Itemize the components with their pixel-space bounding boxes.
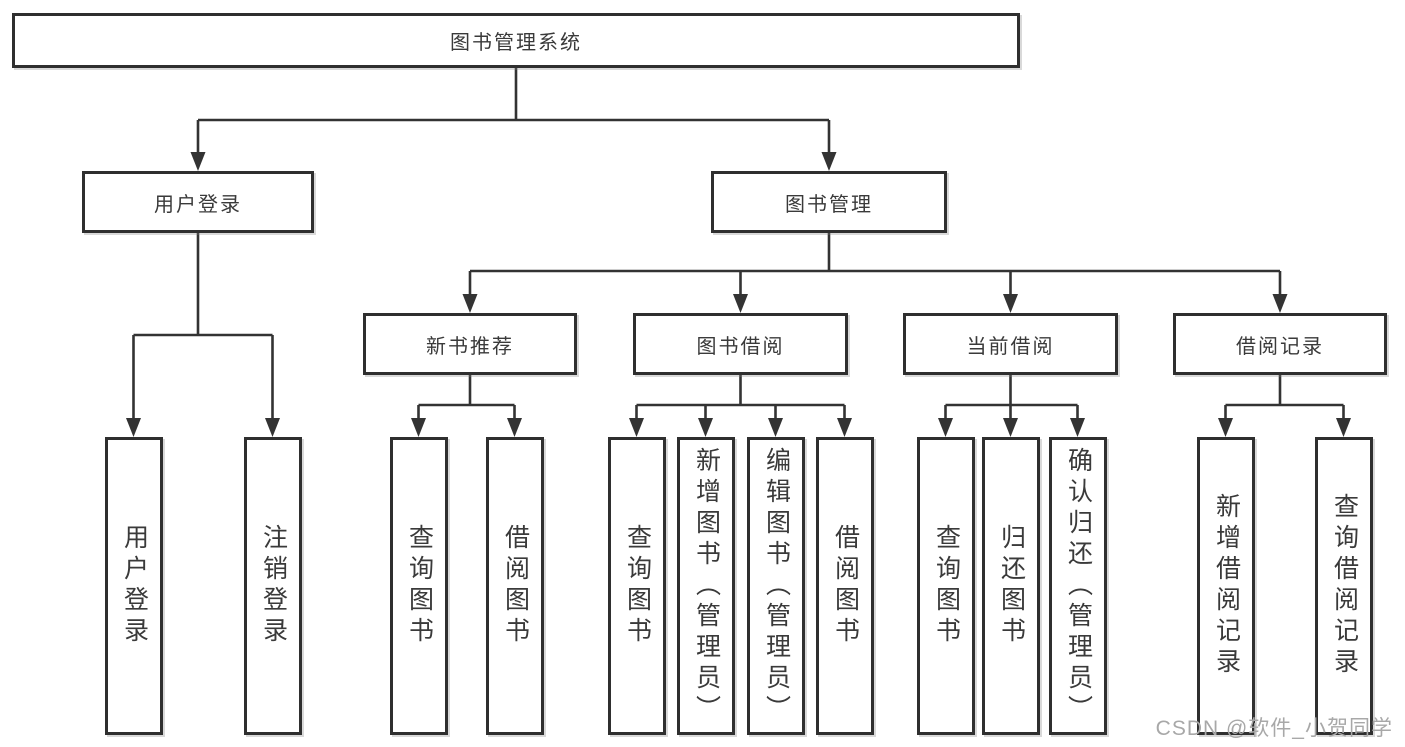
node-book-management: 图书管理 bbox=[711, 171, 947, 233]
node-book-borrowing: 图书借阅 bbox=[633, 313, 848, 375]
leaf-borrow-books-recommend: 借阅图书 bbox=[486, 437, 544, 735]
leaf-query-books-borrowing: 查询图书 bbox=[608, 437, 666, 735]
leaf-logout: 注销登录 bbox=[244, 437, 302, 735]
leaf-return-books: 归还图书 bbox=[982, 437, 1040, 735]
leaf-query-books-recommend: 查询图书 bbox=[390, 437, 448, 735]
edge-user-login-children bbox=[126, 233, 280, 437]
node-current-borrowing: 当前借阅 bbox=[903, 313, 1118, 375]
leaf-add-borrow-record: 新增借阅记录 bbox=[1197, 437, 1255, 735]
leaf-user-login: 用户登录 bbox=[105, 437, 163, 735]
leaf-query-books-current: 查询图书 bbox=[917, 437, 975, 735]
leaf-add-books-admin: 新增图书（管理员） bbox=[677, 437, 735, 735]
leaf-edit-books-admin: 编辑图书（管理员） bbox=[747, 437, 805, 735]
leaf-query-borrow-record: 查询借阅记录 bbox=[1315, 437, 1373, 735]
node-user-login: 用户登录 bbox=[82, 171, 314, 233]
edge-book-borrowing-children bbox=[629, 375, 852, 437]
leaf-confirm-return-admin: 确认归还（管理员） bbox=[1049, 437, 1107, 735]
node-borrowing-records: 借阅记录 bbox=[1173, 313, 1387, 375]
edge-current-borrowing-children bbox=[938, 375, 1085, 437]
node-new-book-recommendation: 新书推荐 bbox=[363, 313, 577, 375]
node-library-management-system: 图书管理系统 bbox=[12, 13, 1020, 68]
csdn-watermark: CSDN @软件_小贺同学 bbox=[1155, 717, 1393, 740]
edge-book-management-children bbox=[462, 233, 1288, 313]
edge-new-book-recommendation-children bbox=[411, 375, 522, 437]
edge-borrowing-records-children bbox=[1218, 375, 1351, 437]
leaf-borrow-books: 借阅图书 bbox=[816, 437, 874, 735]
edge-root-to-level2 bbox=[190, 68, 837, 171]
